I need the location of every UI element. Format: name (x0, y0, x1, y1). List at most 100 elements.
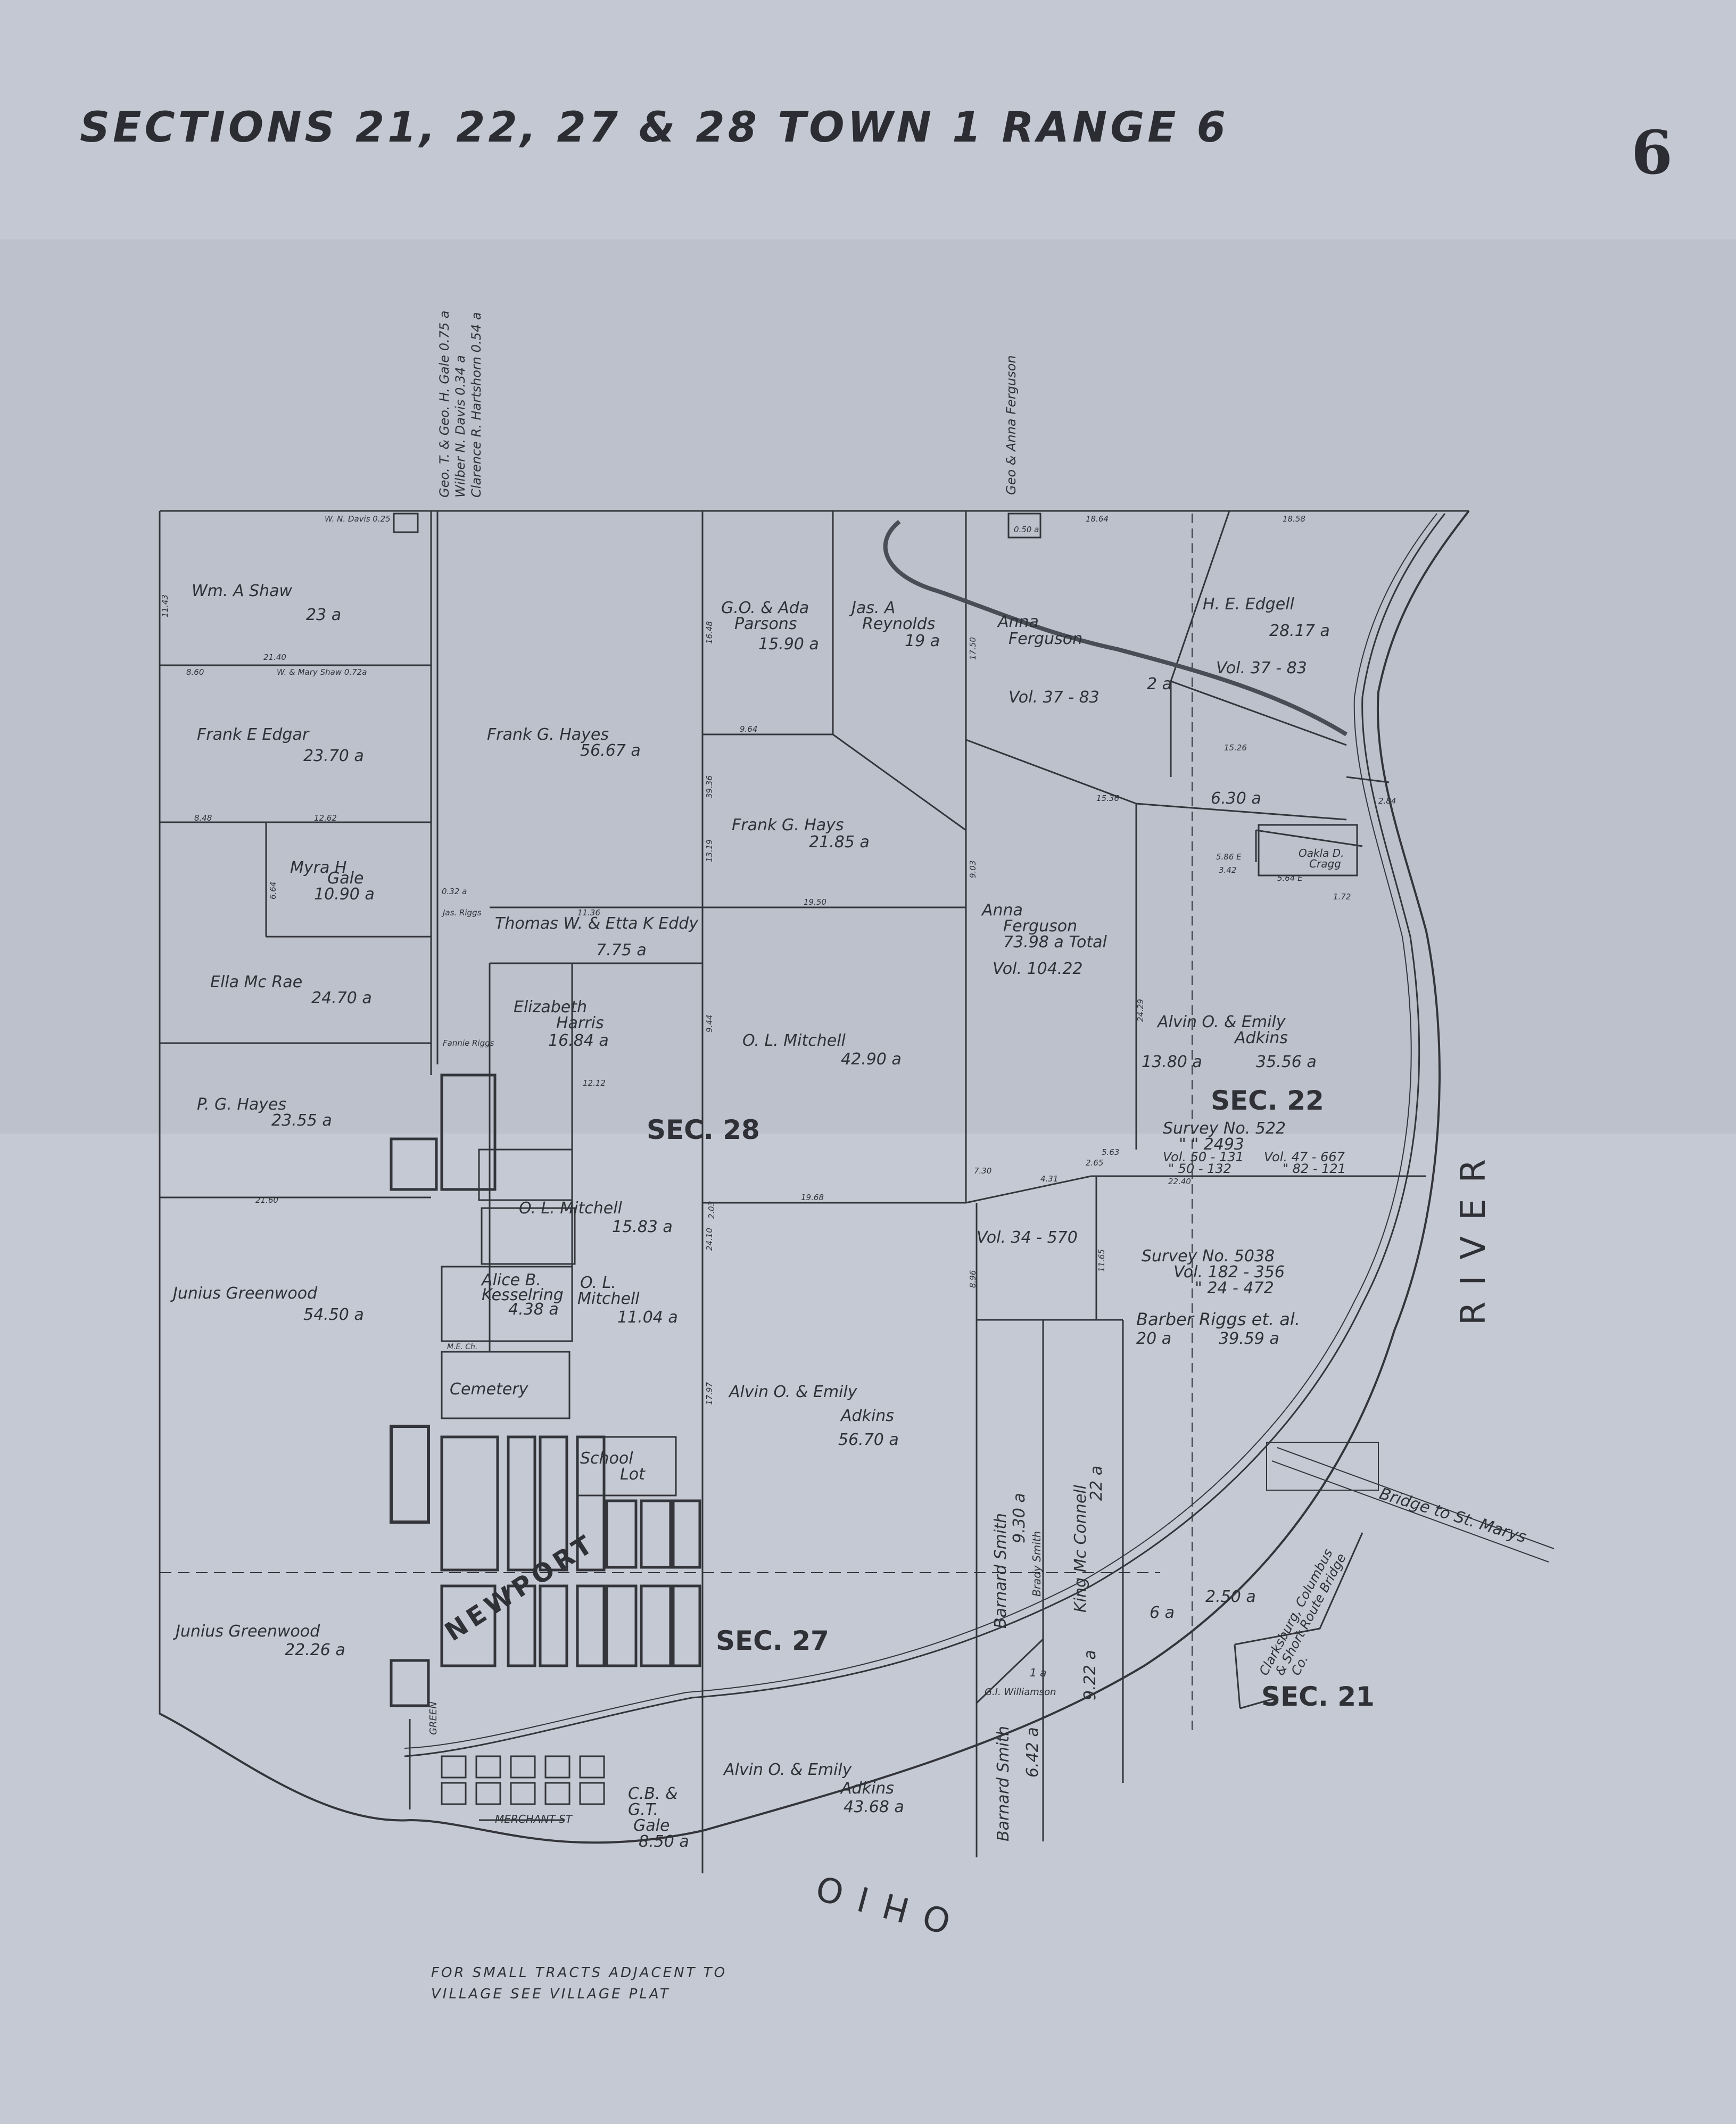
survey-522-2: " " 2493 (1179, 1135, 1244, 1154)
bridge-label: Bridge to St. Marys (1377, 1484, 1529, 1547)
bearing-10: 18.58 (1283, 514, 1305, 524)
acres-smith-b: 9.30 a (1010, 1493, 1029, 1543)
bearing-27: 2.03 (707, 1201, 716, 1219)
survey-522-1: Survey No. 522 (1163, 1119, 1286, 1138)
acres-parsons: 15.90 a (758, 635, 819, 654)
green-st-label: GREEN (428, 1701, 439, 1735)
bearing-4: 8.48 (194, 813, 212, 823)
acres-shaw: 23 a (306, 606, 341, 624)
acres-eddy: 7.75 a (596, 941, 647, 960)
owner-harris-2: Harris (556, 1014, 604, 1032)
owner-mcconnell: King Mc Connell (1071, 1484, 1090, 1613)
river-label: RIVER (1454, 1143, 1493, 1325)
acres-riggs-2: 39.59 a (1219, 1329, 1279, 1348)
upper-band (0, 239, 1736, 1134)
acres-adkins-bot: 43.68 a (844, 1798, 904, 1816)
owner-gale-cb-3: Gale (633, 1816, 669, 1835)
bearing-31: 8.96 (968, 1270, 978, 1288)
acres-hayes-pg: 23.55 a (271, 1111, 332, 1130)
acres-sec21-1: 6 a (1150, 1604, 1175, 1622)
owner-shaw-small: W. & Mary Shaw 0.72a (277, 667, 367, 677)
bearing-19: 21.60 (255, 1195, 278, 1205)
owner-reynolds-1: Jas. A (849, 599, 895, 617)
acres-williamson: 1 a (1030, 1666, 1046, 1679)
acres-edgar: 23.70 a (303, 747, 364, 765)
merchant-st-label: MERCHANT ST (495, 1813, 573, 1825)
acres-ferguson-small: 2 a (1147, 675, 1172, 693)
owner-riggs: Barber Riggs et. al. (1136, 1309, 1300, 1329)
bearing-29: 24.10 (705, 1228, 714, 1251)
bearing-20: 9.44 (705, 1015, 714, 1032)
acres-smith-b2: 6.42 a (1023, 1727, 1042, 1778)
school-lot-label: Lot (620, 1465, 646, 1484)
owner-hays-frank: Frank G. Hays (732, 816, 844, 834)
me-church-label: M.E. Ch. (447, 1343, 477, 1351)
owner-riggs-small: Jas. Riggs (441, 908, 482, 918)
owner-gale-myra-1: Myra H (290, 858, 346, 877)
acres-edgell: 28.17 a (1269, 622, 1330, 640)
bearing-11: 16.48 (705, 621, 714, 644)
owner-adkins-22-1: Alvin O. & Emily (1156, 1013, 1286, 1031)
owner-brady-smith: Brady Smith (1030, 1531, 1043, 1597)
acres-mitchell-11: 11.04 a (617, 1308, 678, 1327)
bearing-17: 9.03 (968, 861, 978, 878)
acres-gale-cb: 8.50 a (639, 1832, 689, 1851)
owner-adkins-27-2: Adkins (840, 1407, 894, 1425)
owner-eddy: Thomas W. & Etta K Eddy (495, 914, 699, 933)
bearing-32: 7.30 (974, 1166, 991, 1176)
acres-sec21-2: 2.50 a (1205, 1588, 1256, 1606)
bearing-23: 0.50 a (1014, 525, 1039, 534)
acres-adkins-22: 35.56 a (1256, 1053, 1317, 1071)
boundary-lines (159, 510, 1555, 1873)
acres-mitchell-small: 15.83 a (612, 1218, 673, 1236)
owner-ferguson-mid-2: Ferguson (1003, 917, 1077, 936)
owner-edgell: H. E. Edgell (1203, 595, 1294, 614)
owner-gale-myra-2: Gale (327, 869, 363, 888)
owner-ferguson-mid-1: Anna (981, 901, 1023, 920)
owner-greenwood-1: Junius Greenwood (170, 1284, 318, 1303)
owner-kesselring-1: Alice B. (481, 1271, 541, 1290)
footnote-line-1: FOR SMALL TRACTS ADJACENT TO (431, 1965, 728, 1981)
ohio-label: OHIO (797, 1863, 955, 1940)
bearing-9: 18.64 (1086, 514, 1109, 524)
survey-5038-3: " 24 - 472 (1195, 1279, 1274, 1297)
owner-kesselring-2: Kesselring (482, 1286, 564, 1304)
survey-522-4: " 50 - 132 (1168, 1161, 1231, 1176)
bearing-40: 1.72 (1333, 892, 1351, 902)
owner-adkins-bot-1: Alvin O. & Emily (723, 1761, 853, 1779)
bearing-18: 19.68 (801, 1193, 824, 1202)
owner-smith-b2: Barnard Smith (994, 1726, 1013, 1841)
bearing-14: 39.36 (705, 775, 714, 798)
acres-mcconnell-2: 9.22 a (1081, 1650, 1100, 1700)
bearing-38: 3.42 (1219, 865, 1236, 875)
bearing-33: 4.31 (1040, 1174, 1058, 1184)
vol-34: Vol. 34 - 570 (977, 1228, 1078, 1247)
bearing-7: 0.32 a (442, 887, 467, 896)
bearing-5: 12.62 (314, 813, 337, 823)
bearing-37: 5.86 E (1216, 852, 1242, 862)
owner-mitchell-ol: O. L. Mitchell (742, 1031, 846, 1050)
acres-hays-frank: 21.85 a (809, 833, 870, 852)
acres-harris: 16.84 a (548, 1031, 609, 1050)
owner-smith-b: Barnard Smith (991, 1513, 1010, 1629)
acres-greenwood-1: 54.50 a (303, 1305, 364, 1324)
acres-hayes-frank: 56.67 a (580, 741, 641, 760)
section-27: SEC. 27 (716, 1625, 829, 1656)
owner-edgar: Frank E Edgar (197, 725, 310, 744)
bearing-21: 24.29 (1136, 999, 1145, 1022)
vol-ferguson-top: Vol. 37 - 83 (1008, 688, 1100, 707)
acres-riggs-1: 20 a (1136, 1329, 1171, 1348)
section-21: SEC. 21 (1261, 1681, 1375, 1712)
owner-mitchell-11-1: O. L. (580, 1274, 616, 1292)
section-28: SEC. 28 (647, 1114, 760, 1145)
owner-hayes-frank: Frank G. Hayes (487, 725, 609, 744)
bearing-24: 15.26 (1224, 743, 1247, 753)
bearing-30: 11.65 (1097, 1249, 1106, 1272)
acres-kesselring: 4.38 a (508, 1300, 559, 1319)
bearing-1: 11.43 (160, 594, 170, 617)
owner-harris-1: Elizabeth (514, 998, 587, 1016)
owner-hayes-pg: P. G. Hayes (197, 1095, 286, 1114)
acres-adkins-27: 56.70 a (838, 1431, 899, 1449)
survey-5038-1: Survey No. 5038 (1142, 1247, 1275, 1266)
owner-mitchell-small: O. L. Mitchell (519, 1199, 623, 1218)
